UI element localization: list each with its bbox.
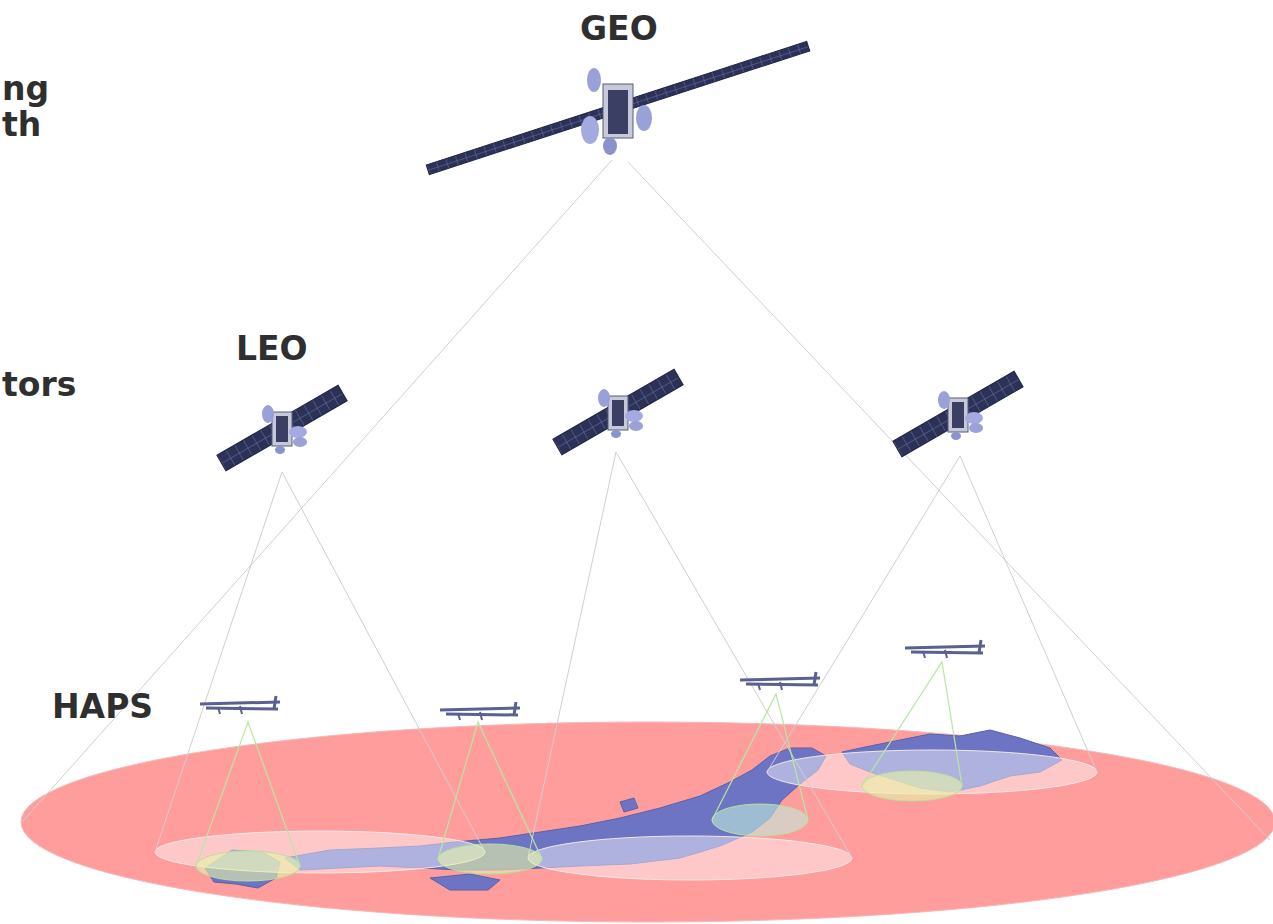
diagram-label: tors bbox=[2, 368, 76, 401]
haps-aircraft bbox=[440, 702, 520, 720]
haps-aircraft bbox=[740, 672, 820, 690]
haps-aircraft bbox=[200, 696, 280, 714]
leo-satellite bbox=[893, 371, 1023, 457]
geo-beam-lines bbox=[22, 160, 1270, 840]
leo-satellite bbox=[217, 385, 347, 471]
leo-footprints bbox=[155, 750, 1097, 880]
diagram-label: LEO bbox=[236, 332, 308, 365]
leo-beam-lines bbox=[155, 452, 1097, 858]
diagram-label: th bbox=[2, 108, 41, 141]
haps-beam-lines bbox=[196, 662, 962, 866]
haps-aircraft bbox=[905, 640, 985, 658]
geo-satellite bbox=[426, 41, 810, 174]
geo-coverage bbox=[21, 722, 1273, 922]
diagram-label: ng bbox=[2, 72, 49, 105]
haps-footprints bbox=[196, 771, 962, 881]
diagram-label: GEO bbox=[580, 12, 658, 45]
leo-satellite bbox=[553, 369, 683, 455]
diagram-label: HAPS bbox=[52, 690, 153, 723]
